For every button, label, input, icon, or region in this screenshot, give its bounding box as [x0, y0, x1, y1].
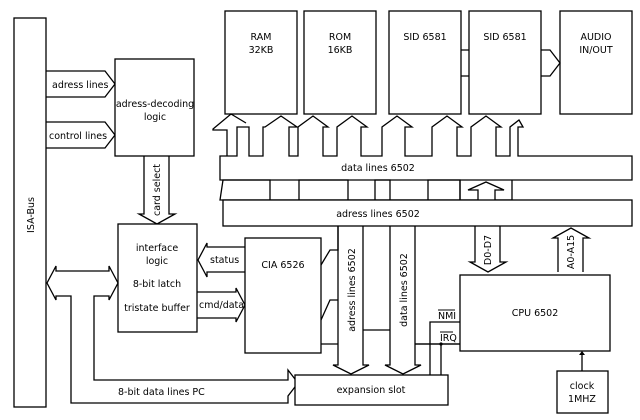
address-decoder-box — [114, 58, 195, 157]
sid2-label: SID 6581 — [483, 32, 526, 43]
address-vertical-label: adress lines 6502 — [347, 248, 358, 332]
data-bus-label: data lines 6502 — [341, 163, 415, 174]
interrupt-lines — [415, 321, 460, 375]
expansion-slot-box — [294, 374, 449, 406]
sid-link — [461, 49, 469, 77]
clock-line1: clock — [570, 381, 595, 392]
a0-a15-label: A0-A15 — [566, 235, 577, 269]
a0-a15-arrow — [550, 227, 592, 272]
sid1-label: SID 6581 — [403, 32, 446, 43]
address-lines-label: adress lines — [52, 80, 108, 91]
cia-label: CIA 6526 — [261, 260, 304, 271]
address-decoder-line2: logic — [144, 112, 166, 123]
audio-line1: AUDIO — [580, 32, 611, 43]
cpu-label: CPU 6502 — [512, 308, 559, 319]
ram-line1: RAM — [251, 32, 272, 43]
interface-line3: 8-bit latch — [133, 279, 181, 290]
interface-box — [117, 223, 198, 333]
cia-box — [244, 237, 322, 354]
address-bus-link — [219, 179, 461, 201]
sid1-box — [388, 10, 462, 115]
address-vertical-arrow — [332, 226, 370, 375]
status-arrow — [197, 242, 245, 278]
data-vertical-label: data lines 6502 — [399, 253, 410, 327]
isa-bus-label: ISA-Bus — [26, 197, 37, 233]
clock-arrowhead — [579, 351, 585, 355]
pc-data-lines-arrow — [46, 265, 299, 404]
cmd-data-label: cmd/data — [199, 300, 244, 311]
address-decoder-line1: adress-decoding — [116, 99, 194, 110]
d0-d7-label: D0-D7 — [483, 235, 494, 265]
irq-label: IRQ — [440, 333, 457, 344]
data-bus — [212, 113, 633, 201]
interface-line4: tristate buffer — [124, 303, 190, 314]
interface-line2: logic — [146, 256, 168, 267]
clock-box — [556, 370, 609, 414]
pc-data-lines-label: 8-bit data lines PC — [118, 387, 205, 398]
status-label: status — [210, 255, 239, 266]
audio-arrow — [541, 49, 561, 77]
interface-line1: interface — [136, 243, 179, 254]
nmi-label: NMI — [438, 311, 456, 322]
control-lines-label: control lines — [49, 131, 107, 142]
sid2-box — [468, 10, 542, 115]
d0-d7-arrow — [467, 226, 509, 273]
audio-box — [559, 10, 633, 115]
cpu-box — [459, 274, 611, 352]
cia-address-arrows — [320, 226, 339, 321]
audio-line2: IN/OUT — [579, 45, 613, 56]
address-bus-label: adress lines 6502 — [336, 209, 420, 220]
isa-bus — [13, 17, 47, 408]
expansion-slot-label: expansion slot — [337, 385, 406, 396]
clock-line2: 1MHZ — [568, 394, 596, 405]
rom-line2: 16KB — [328, 45, 353, 56]
address-bus — [222, 199, 633, 227]
rom-box — [303, 10, 377, 115]
card-select-label: card select — [152, 164, 163, 216]
ram-box — [224, 10, 298, 115]
ram-line2: 32KB — [249, 45, 274, 56]
data-vertical-arrow — [384, 226, 422, 375]
irq-junction — [439, 342, 443, 346]
rom-line1: ROM — [329, 32, 351, 43]
